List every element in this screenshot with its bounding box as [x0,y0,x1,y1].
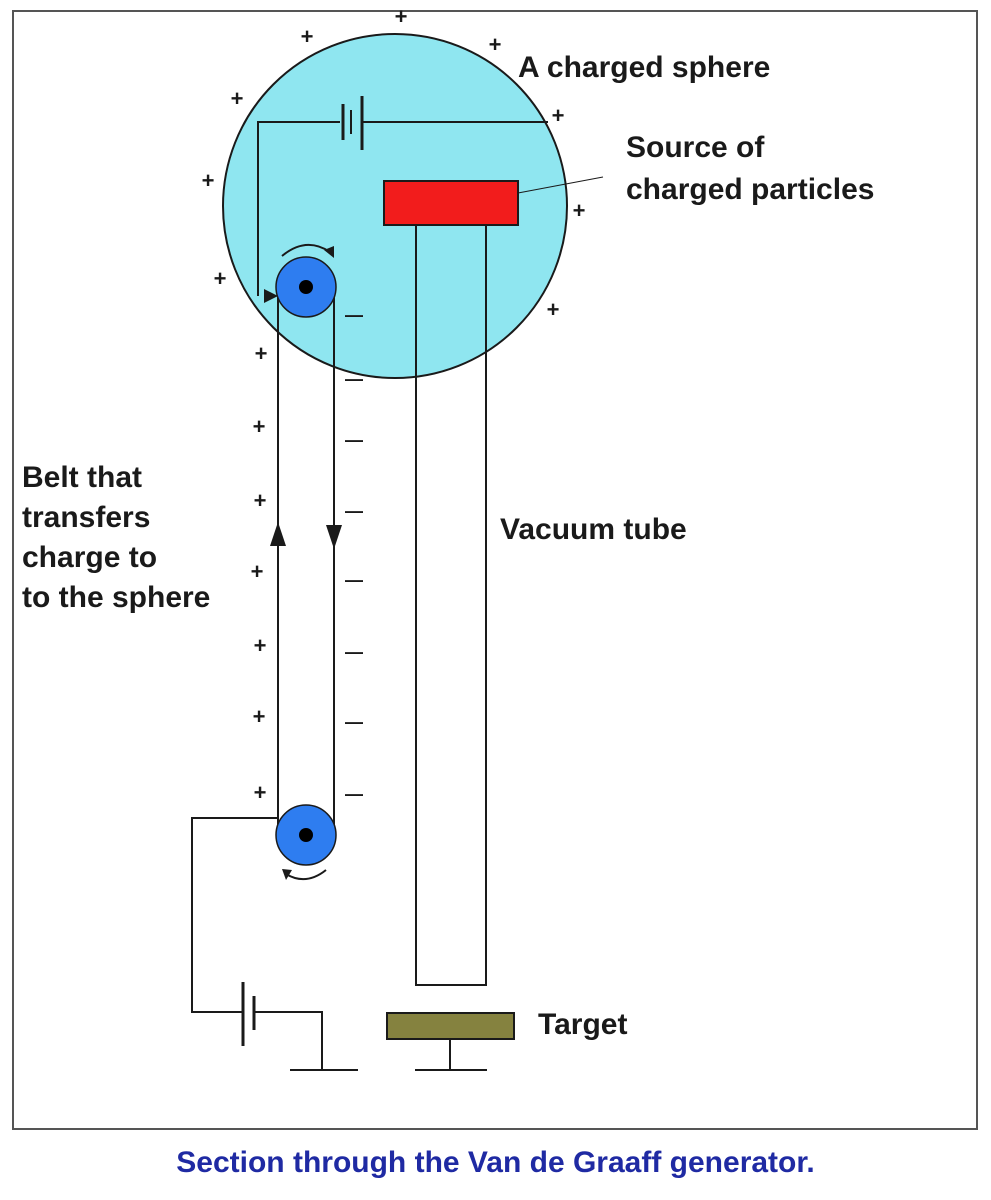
sphere-plus-signs: + + + + + + + + + [202,4,586,322]
plus-sign: + [202,168,215,193]
belt-minus-signs: — — — — — — — — [345,305,363,804]
minus-sign: — [345,712,363,732]
plus-sign: + [573,198,586,223]
particle-source [383,180,519,226]
source-label-line1: Source of [626,131,765,164]
belt-label-line2: transfers [22,501,151,534]
target-ground [415,1039,487,1071]
figure-caption: Section through the Van de Graaff genera… [176,1146,815,1179]
belt [277,287,335,835]
minus-sign: — [345,369,363,389]
vacuum-tube-label: Vacuum tube [500,513,687,546]
minus-sign: — [345,430,363,450]
plus-sign: + [489,32,502,57]
sphere-label: A charged sphere [518,51,771,84]
plus-sign: + [251,559,264,584]
lower-pulley [275,804,337,866]
minus-sign: — [345,305,363,325]
upper-pulley [275,256,337,318]
source-label-line2: charged particles [626,173,875,206]
minus-sign: — [345,642,363,662]
sphere-battery [257,96,548,296]
plus-sign: + [253,414,266,439]
plus-sign: + [395,4,408,29]
plus-sign: + [547,297,560,322]
belt-label-line3: charge to [22,541,158,574]
source-leader-line [517,176,604,194]
plus-sign: + [254,633,267,658]
plus-sign: + [255,341,268,366]
plus-sign: + [254,488,267,513]
upper-rotation-arrow-icon [281,244,334,258]
arrow-to-pulley-icon [264,289,278,303]
belt-up-arrow-icon [270,522,286,546]
plus-sign: + [214,266,227,291]
lower-rotation-arrow-icon [282,869,327,881]
plus-sign: + [552,103,565,128]
belt-label-line4: to the sphere [22,581,211,614]
plus-sign: + [301,24,314,49]
belt-plus-signs: + + + + + + + [251,341,268,805]
minus-sign: — [345,784,363,804]
target-plate [386,1012,515,1040]
plus-sign: + [231,86,244,111]
belt-down-arrow-icon [326,525,342,549]
plus-sign: + [254,780,267,805]
vacuum-tube [415,225,487,986]
minus-sign: — [345,570,363,590]
target-label: Target [538,1008,628,1041]
minus-sign: — [345,501,363,521]
belt-label-line1: Belt that [22,461,142,494]
ground-circuit [191,817,358,1071]
plus-sign: + [253,704,266,729]
